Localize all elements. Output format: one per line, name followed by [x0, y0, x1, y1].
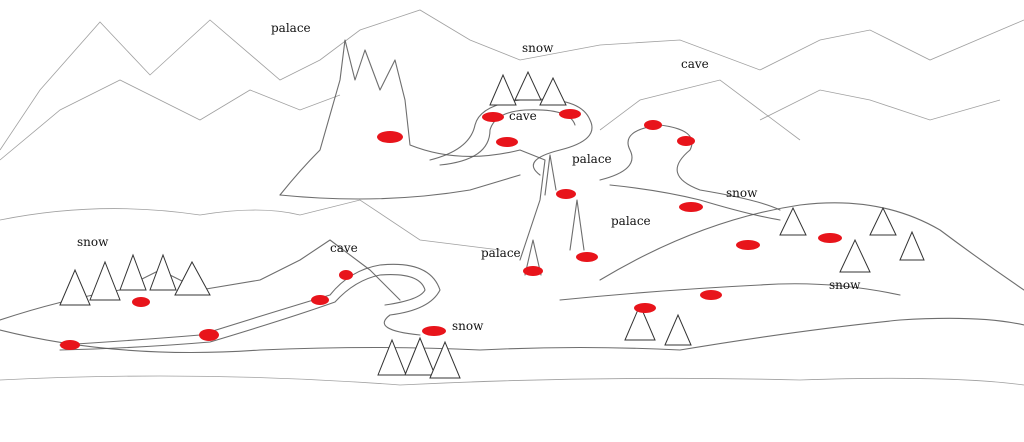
area-label-palace: palace — [271, 21, 311, 35]
level-marker[interactable] — [576, 252, 598, 262]
level-marker[interactable] — [559, 109, 581, 119]
level-marker[interactable] — [677, 136, 695, 146]
level-marker[interactable] — [482, 112, 504, 122]
level-marker[interactable] — [60, 340, 80, 350]
area-label-snow: snow — [77, 235, 109, 249]
level-marker[interactable] — [377, 131, 403, 143]
area-label-snow: snow — [829, 278, 861, 292]
area-label-snow: snow — [522, 41, 554, 55]
area-label-snow: snow — [726, 186, 758, 200]
level-marker[interactable] — [556, 189, 576, 199]
area-label-palace: palace — [572, 152, 612, 166]
level-marker[interactable] — [496, 137, 518, 147]
level-marker[interactable] — [339, 270, 353, 280]
level-marker[interactable] — [311, 295, 329, 305]
area-label-cave: cave — [509, 109, 537, 123]
level-marker[interactable] — [700, 290, 722, 300]
level-marker[interactable] — [523, 266, 543, 276]
level-marker[interactable] — [644, 120, 662, 130]
area-label-cave: cave — [681, 57, 709, 71]
area-label-cave: cave — [330, 241, 358, 255]
level-marker[interactable] — [736, 240, 760, 250]
level-marker[interactable] — [634, 303, 656, 313]
level-marker[interactable] — [132, 297, 150, 307]
area-label-snow: snow — [452, 319, 484, 333]
area-label-palace: palace — [611, 214, 651, 228]
level-marker[interactable] — [422, 326, 446, 336]
level-marker[interactable] — [199, 329, 219, 341]
level-marker[interactable] — [818, 233, 842, 243]
area-label-palace: palace — [481, 246, 521, 260]
level-marker[interactable] — [679, 202, 703, 212]
